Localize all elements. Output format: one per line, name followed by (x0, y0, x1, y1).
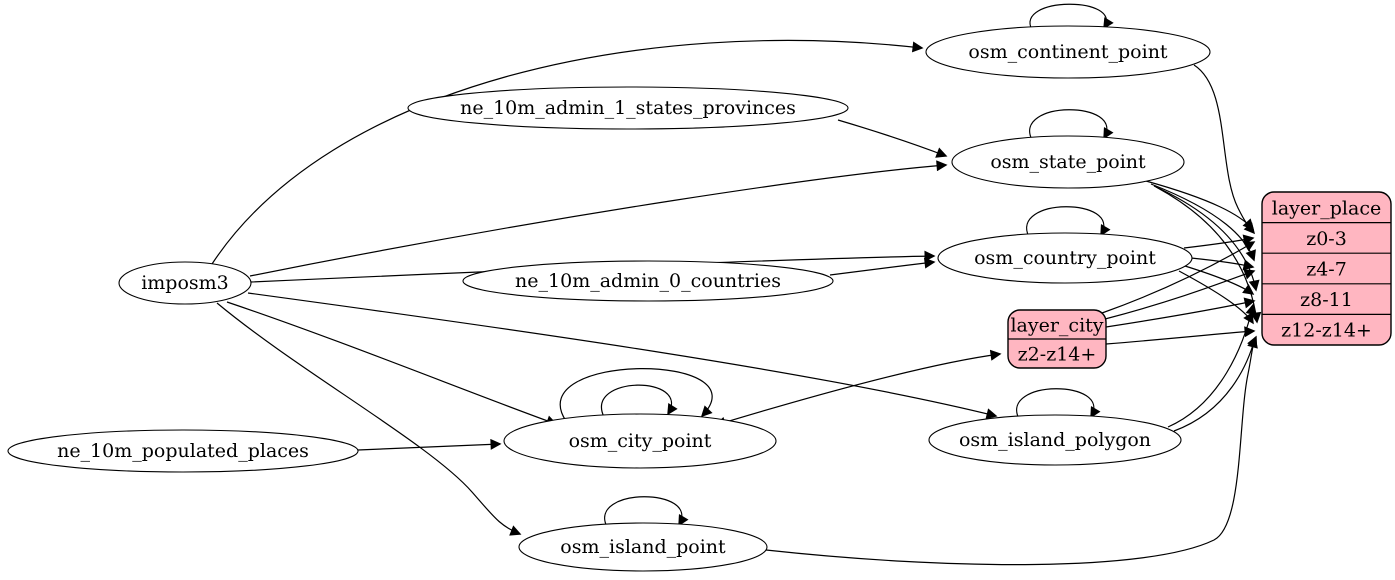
node-label-osm-continent-point: osm_continent_point (968, 41, 1168, 63)
edge-layer-city-to-layer-place-z0-3 (1101, 241, 1256, 314)
record-row-layer-place-z12-z14-: z12-z14+ (1281, 320, 1372, 342)
edge-osm-continent-point-to-layer-place-z0-3 (1193, 64, 1256, 235)
node-label-imposm3: imposm3 (141, 272, 229, 294)
edge-osm-city-point-to-layer-city-z2-z14- (714, 349, 1002, 428)
edge-osm-city-point-self-loop (601, 384, 678, 418)
edge-imposm3-to-osm-continent-point (211, 39, 924, 265)
node-label-osm-island-point: osm_island_point (560, 536, 726, 558)
edge-ne-10m-populated-places-to-osm-city-point (357, 438, 502, 451)
edges-layer (211, 3, 1262, 566)
edge-osm-island-polygon-self-loop (1016, 388, 1101, 420)
edge-ne-10m-admin-0-countries-to-osm-country-point (829, 257, 936, 276)
node-osm-state-point (951, 135, 1185, 189)
edge-osm-country-point-to-layer-place-z0-3 (1183, 234, 1255, 249)
edge-osm-island-point-self-loop (604, 496, 689, 528)
node-label-osm-country-point: osm_country_point (974, 247, 1156, 269)
edge-layer-city-to-layer-place-z8-11 (1105, 297, 1256, 328)
record-row-layer-city-z2-z14-: z2-z14+ (1018, 344, 1097, 366)
edge-osm-country-point-to-layer-place-z8-11 (1184, 265, 1255, 295)
node-ne-10m-populated-places (7, 429, 359, 473)
node-label-osm-island-polygon: osm_island_polygon (959, 429, 1151, 451)
edge-imposm3-to-osm-island-polygon (247, 292, 998, 420)
nodes-layer: imposm3 ne_10m_admin_1_states_provincesne… (7, 25, 1211, 572)
edge-layer-city-to-layer-place-z12-z14- (1105, 326, 1256, 345)
edge-osm-country-point-to-layer-place-z12-z14- (1178, 270, 1254, 325)
node-osm-city-point (503, 413, 777, 469)
record-layer-place (1261, 191, 1392, 346)
node-osm-country-point (937, 232, 1193, 284)
node-ne-10m-admin-1-states-provinces (407, 86, 849, 130)
node-ne-10m-admin-0-countries (462, 260, 834, 302)
record-row-layer-place-z4-7: z4-7 (1306, 259, 1347, 281)
edge-osm-state-point-to-layer-place-z4-7 (1150, 183, 1256, 262)
node-label-ne-10m-admin-1-states-provinces: ne_10m_admin_1_states_provinces (460, 97, 796, 119)
edge-imposm3-to-osm-state-point (249, 160, 948, 277)
record-row-layer-place-z0-3: z0-3 (1306, 228, 1347, 250)
edge-osm-island-point-to-layer-place-z12-z14- (765, 335, 1258, 566)
node-osm-island-polygon (928, 414, 1182, 466)
node-osm-continent-point (925, 25, 1211, 79)
edge-osm-island-polygon-to-layer-place-z8-11 (1167, 303, 1257, 428)
edge-ne-10m-admin-1-states-provinces-to-osm-state-point (837, 119, 948, 158)
records-layer: layer_place z0-3 z4-7 z8-11 z12-z14+ layer_ci… (1007, 191, 1392, 369)
node-label-osm-state-point: osm_state_point (990, 151, 1146, 173)
edge-osm-country-point-self-loop (1026, 206, 1111, 238)
record-title-layer-city: layer_city (1010, 315, 1103, 337)
edge-osm-state-point-self-loop (1029, 109, 1114, 141)
record-row-layer-place-z8-11: z8-11 (1300, 289, 1353, 311)
edge-osm-city-point-self-loop (559, 368, 713, 422)
node-osm-island-point (518, 522, 768, 572)
node-label-ne-10m-populated-places: ne_10m_populated_places (57, 440, 309, 462)
node-imposm3 (118, 261, 252, 305)
edge-osm-continent-point-self-loop (1029, 3, 1114, 31)
edge-osm-state-point-to-layer-place-z8-11 (1153, 185, 1260, 292)
node-label-osm-city-point: osm_city_point (569, 430, 712, 452)
edge-imposm3-to-osm-island-point (216, 302, 522, 536)
node-label-ne-10m-admin-0-countries: ne_10m_admin_0_countries (515, 270, 781, 292)
edge-osm-country-point-to-layer-place-z4-7 (1190, 257, 1255, 271)
record-title-layer-place: layer_place (1272, 197, 1381, 219)
edge-imposm3-to-osm-city-point (226, 301, 558, 426)
